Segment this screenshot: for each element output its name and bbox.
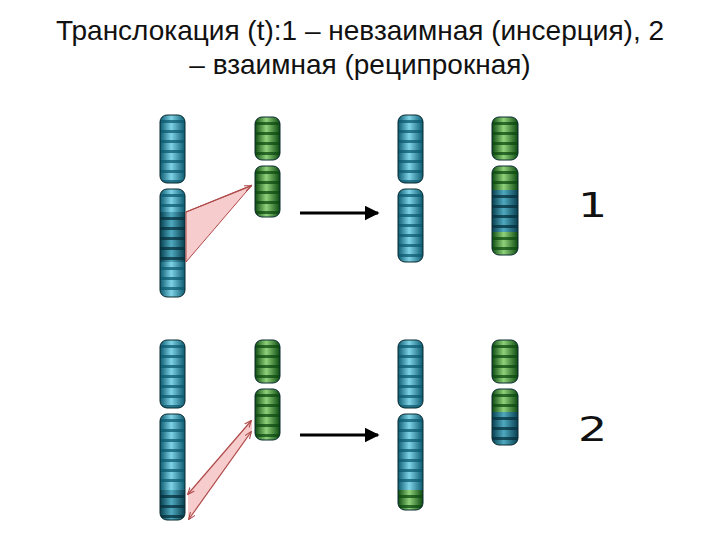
result-arrow <box>300 212 378 215</box>
chromosome-arm <box>255 166 280 217</box>
chromosome-arm <box>255 389 280 440</box>
chromosome-arm <box>492 389 518 445</box>
title: Транслокация (t):1 – невзаимная (инсерци… <box>50 14 670 82</box>
chromosome-arm <box>398 414 423 510</box>
chromosome-arm <box>160 115 185 183</box>
chromosome-arm <box>492 117 518 160</box>
callout-number: 1 <box>578 186 607 224</box>
result-arrow <box>300 434 378 437</box>
callout-number: 2 <box>578 410 607 448</box>
exchange-wedge <box>188 420 252 520</box>
chromosome-arm <box>492 166 518 255</box>
chromosome-arm <box>492 340 518 383</box>
chromosome-arm <box>255 117 280 160</box>
chromosome-arm <box>160 414 185 520</box>
chromosome-arm <box>398 115 423 183</box>
chromosome-arm <box>255 340 280 383</box>
chromosome-arm <box>160 340 185 408</box>
chromosome-arm <box>160 189 185 297</box>
chromosome-arm <box>398 189 423 262</box>
transfer-wedge <box>186 185 252 262</box>
chromosome-arm <box>398 340 423 408</box>
